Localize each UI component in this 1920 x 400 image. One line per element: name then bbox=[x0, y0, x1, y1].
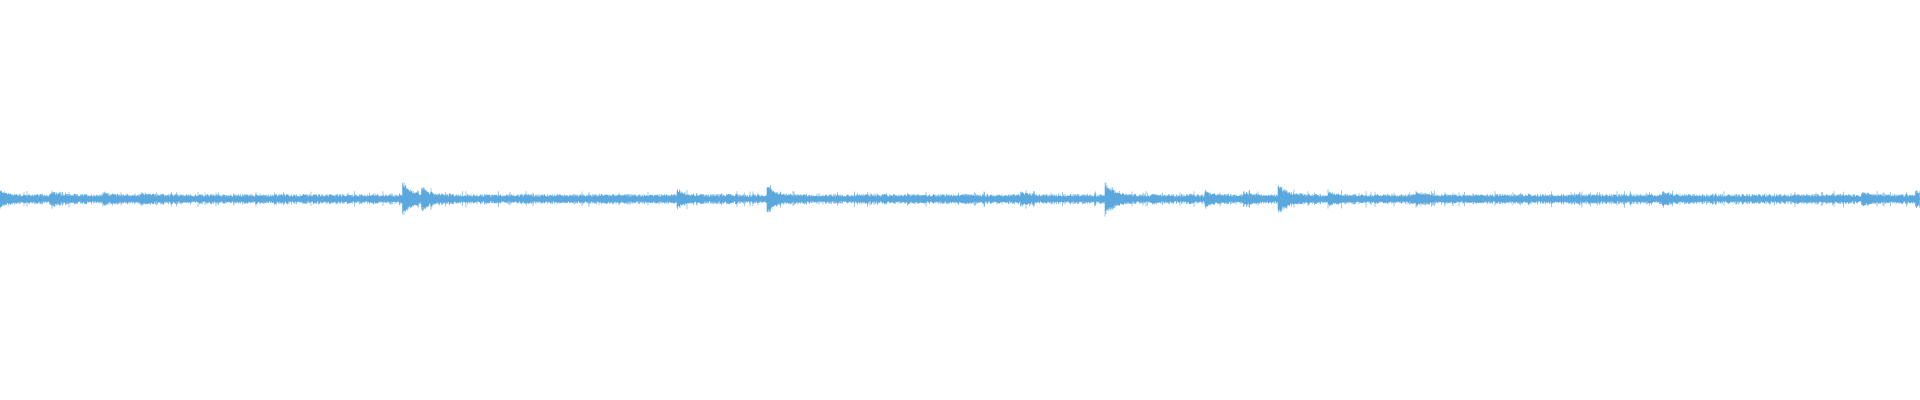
waveform-samples bbox=[0, 182, 1920, 217]
